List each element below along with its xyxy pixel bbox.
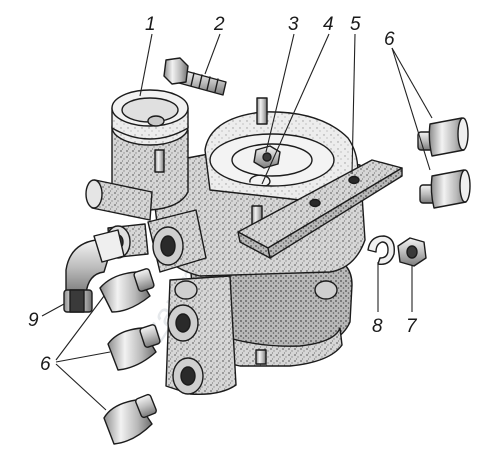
nut-hole: [406, 245, 418, 259]
dome-inner-ring: [231, 143, 313, 177]
leader-6b: [391, 47, 431, 171]
left-nozzle-end: [85, 179, 103, 209]
lower-port-2-hole: [180, 366, 196, 386]
bolt-head: [163, 57, 189, 85]
part-bracket: [237, 159, 403, 259]
plug-thread: [133, 268, 155, 292]
leader-9: [41, 303, 65, 317]
callout-2: 2: [213, 14, 225, 35]
lock-washer-ring: [367, 235, 395, 265]
part-elbow-fitting: [63, 229, 125, 313]
callout-7: 7: [406, 316, 418, 337]
side-port-hole: [160, 235, 176, 257]
bracket-plate-edge-right: [267, 167, 403, 259]
callout-labels: 1 2 3 4 5 6 7 8 9 6: [28, 14, 418, 375]
part-plug-left-2: [107, 324, 161, 371]
callout-3: 3: [288, 14, 299, 35]
leader-5: [351, 33, 356, 175]
callout-5: 5: [350, 14, 361, 35]
lower-port-4: [314, 280, 338, 300]
part-plug-left-1: [99, 268, 155, 313]
callout-1: 1: [145, 14, 156, 35]
plug-face: [459, 169, 471, 203]
leader-6e: [55, 363, 107, 411]
dome-retaining-ring: [249, 174, 271, 187]
part-plug-left-3: [103, 393, 157, 445]
part-cap: [111, 89, 189, 140]
plug-thread: [135, 393, 157, 419]
leader-6a: [391, 47, 433, 119]
leader-1: [139, 33, 153, 97]
stud-lower: [255, 349, 267, 365]
part-plug-top-2: [419, 169, 471, 209]
leader-4: [261, 33, 330, 185]
callout-6-left: 6: [40, 354, 51, 375]
callout-8: 8: [372, 316, 383, 337]
part-lock-washer: [367, 235, 395, 265]
elbow-collar: [93, 229, 125, 263]
stud-top: [256, 97, 268, 125]
plug-thread: [139, 324, 161, 348]
bracket-hole-2: [348, 175, 360, 185]
part-plug-top-1: [417, 117, 469, 157]
bracket-hole-1: [309, 198, 321, 208]
leader-6d: [55, 351, 111, 363]
lower-port-1-hole: [175, 313, 191, 333]
part-nut: [397, 237, 427, 267]
lower-port-3: [174, 280, 198, 300]
callout-6-top: 6: [384, 29, 395, 50]
stud-left: [154, 149, 165, 173]
plug-face: [457, 117, 469, 151]
dome-center-nut-hole: [262, 152, 272, 162]
callout-4: 4: [323, 14, 334, 35]
leader-lines: [41, 33, 433, 411]
callout-9: 9: [28, 310, 39, 331]
leader-6c: [55, 295, 105, 361]
leader-2: [204, 33, 221, 75]
cap-center: [147, 115, 165, 127]
elbow-tube: [69, 289, 85, 313]
leader-3: [265, 33, 295, 153]
part-bolt: [163, 57, 227, 96]
